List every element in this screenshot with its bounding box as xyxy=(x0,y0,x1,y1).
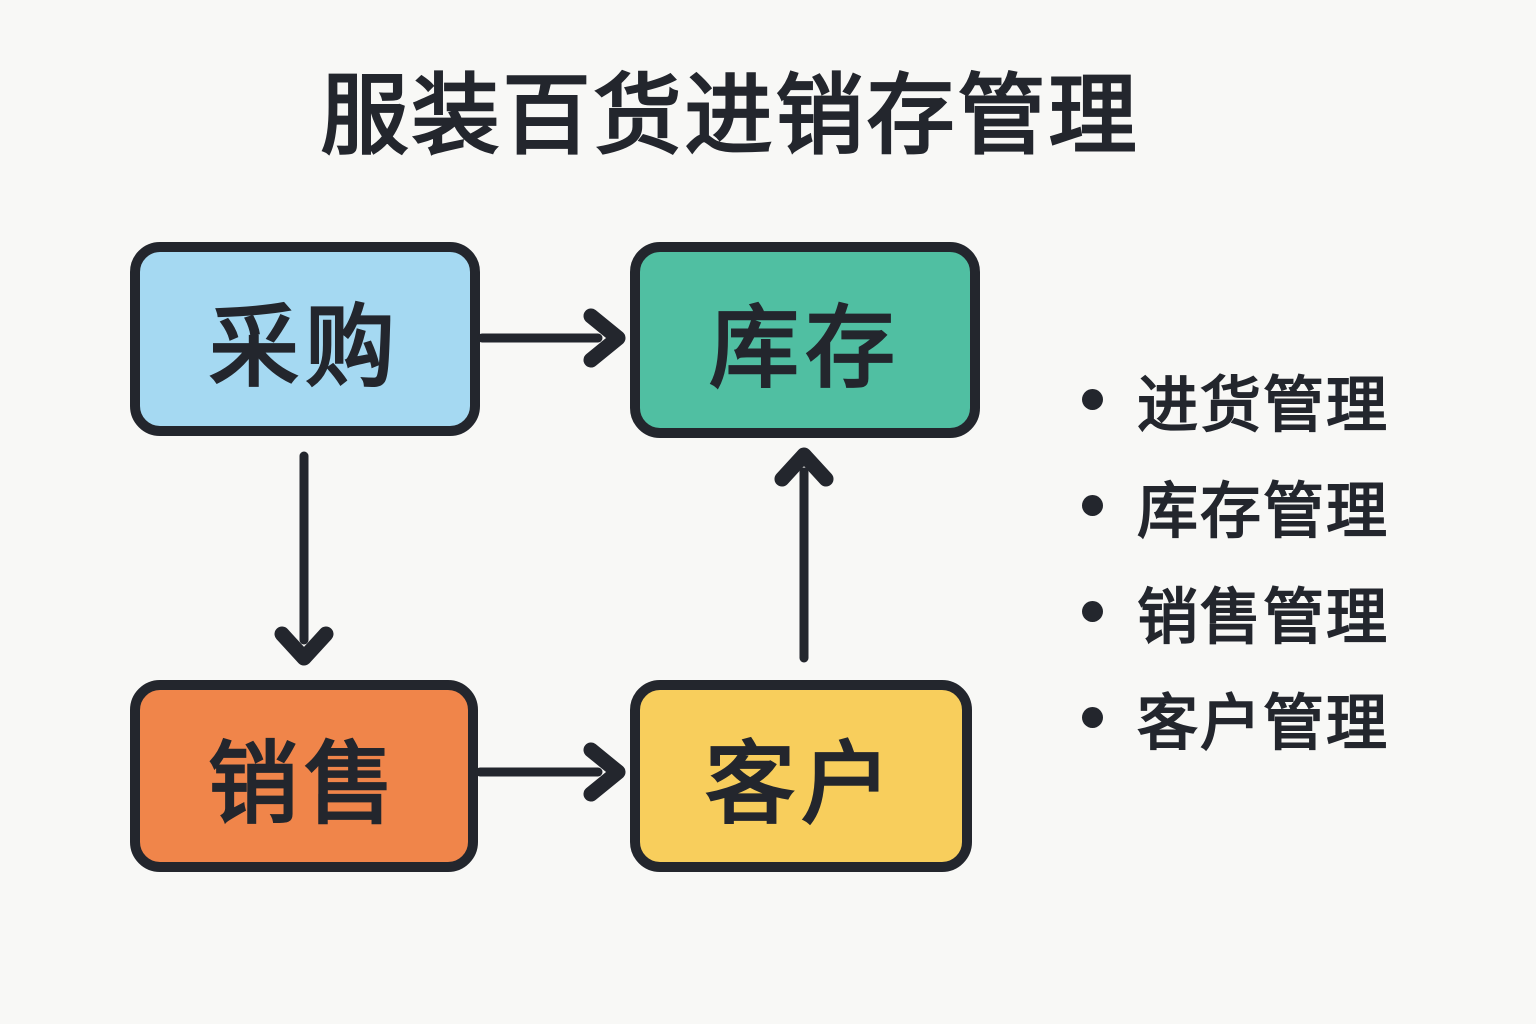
feature-item-inventory: 库存管理 xyxy=(1082,452,1389,558)
node-inventory-label: 库存 xyxy=(709,299,901,399)
bullet-icon xyxy=(1082,600,1103,622)
arrow-procurement-to-inventory xyxy=(477,308,626,368)
node-sales-label: 销售 xyxy=(208,735,400,835)
feature-item-label: 进货管理 xyxy=(1137,370,1390,439)
feature-item-purchase: 进货管理 xyxy=(1082,346,1389,452)
bullet-icon xyxy=(1082,494,1103,516)
bullet-icon xyxy=(1082,706,1103,728)
node-procurement-label: 采购 xyxy=(209,298,401,398)
feature-item-label: 销售管理 xyxy=(1137,582,1390,651)
feature-item-label: 客户管理 xyxy=(1137,688,1390,757)
feature-item-label: 库存管理 xyxy=(1137,476,1390,545)
node-inventory: 库存 xyxy=(630,242,980,438)
arrow-procurement-to-sales xyxy=(274,451,334,666)
node-customer: 客户 xyxy=(630,680,972,872)
feature-list: 进货管理 库存管理 销售管理 客户管理 xyxy=(1082,346,1389,770)
arrow-customer-to-inventory xyxy=(774,447,834,663)
bullet-icon xyxy=(1082,388,1103,410)
feature-item-customer: 客户管理 xyxy=(1082,664,1389,770)
node-procurement: 采购 xyxy=(130,242,480,436)
page-title: 服装百货进销存管理 xyxy=(320,66,1140,165)
feature-item-sales: 销售管理 xyxy=(1082,558,1389,664)
node-sales: 销售 xyxy=(130,680,478,872)
node-customer-label: 客户 xyxy=(705,735,897,835)
arrow-sales-to-customer xyxy=(475,742,626,802)
